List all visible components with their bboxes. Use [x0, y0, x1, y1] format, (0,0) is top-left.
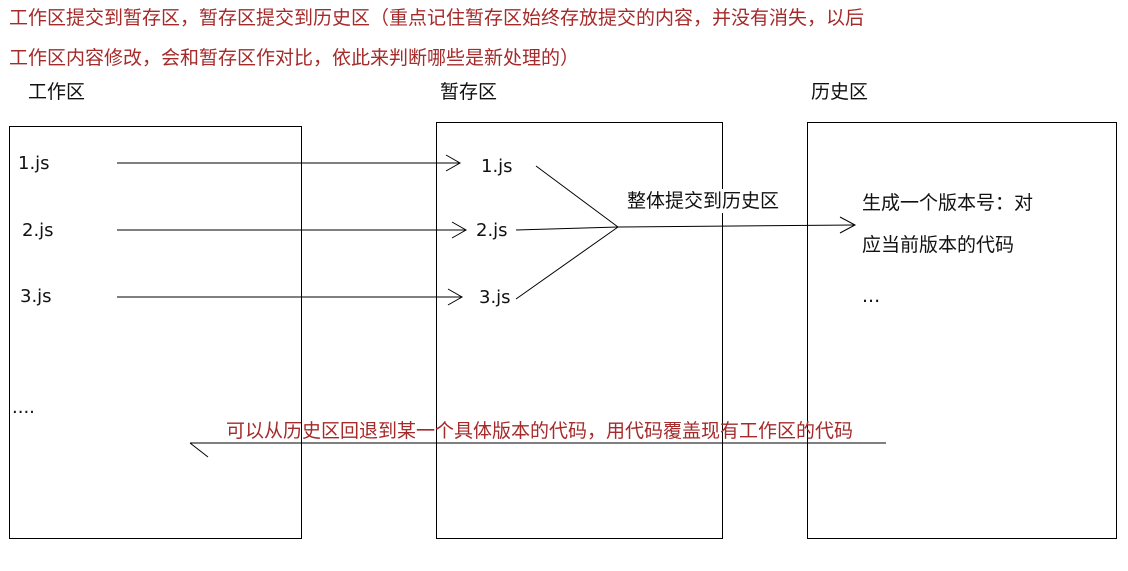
- history-text-line-1: 生成一个版本号：对: [862, 192, 1034, 214]
- staging-file-2: 2.js: [476, 220, 508, 241]
- staging-zone-title: 暂存区: [440, 81, 498, 103]
- staging-file-1: 1.js: [481, 156, 513, 177]
- commit-label: 整体提交到历史区: [625, 189, 782, 213]
- staging-file-3: 3.js: [479, 287, 511, 308]
- history-zone-title: 历史区: [811, 81, 869, 103]
- working-file-2: 2.js: [22, 220, 54, 241]
- history-text-line-2: 应当前版本的代码: [862, 234, 1015, 256]
- note-line-2: 工作区内容修改，会和暂存区作对比，依此来判断哪些是新处理的）: [9, 47, 580, 69]
- working-file-3: 3.js: [20, 286, 52, 307]
- working-zone-box: [9, 126, 302, 539]
- history-zone-box: [807, 122, 1117, 539]
- history-ellipsis: ...: [862, 285, 881, 307]
- working-ellipsis: ....: [12, 397, 35, 418]
- revert-label: 可以从历史区回退到某一个具体版本的代码，用代码覆盖现有工作区的代码: [226, 420, 854, 442]
- working-file-1: 1.js: [18, 153, 50, 174]
- note-line-1: 工作区提交到暂存区，暂存区提交到历史区（重点记住暂存区始终存放提交的内容，并没有…: [9, 7, 865, 29]
- working-zone-title: 工作区: [28, 81, 86, 103]
- staging-zone-box: [436, 122, 723, 539]
